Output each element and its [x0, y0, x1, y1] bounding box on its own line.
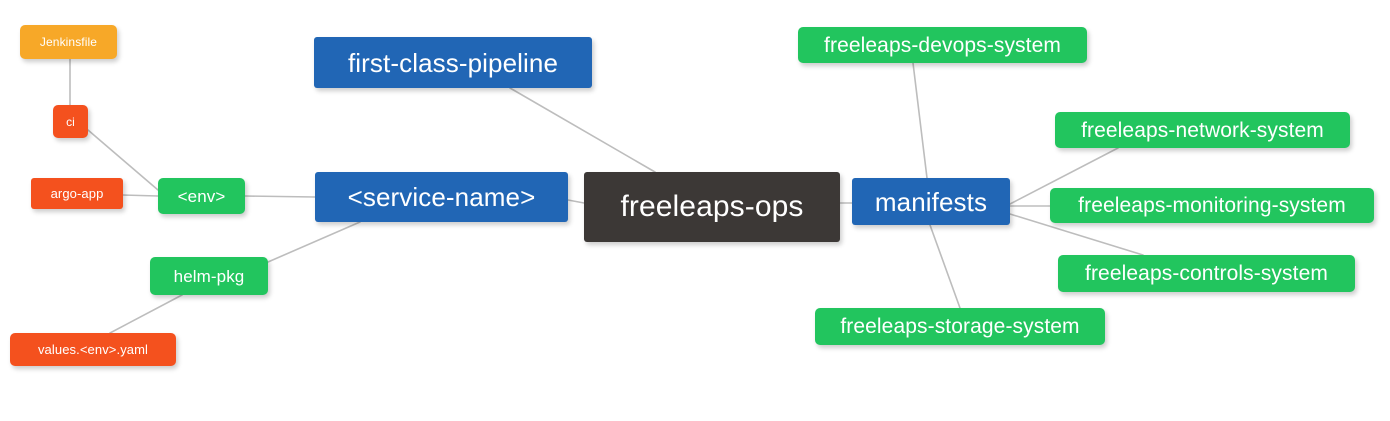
node-label: helm-pkg [173, 266, 245, 286]
node-label: argo-app [50, 186, 104, 201]
node-label: freeleaps-monitoring-system [1078, 194, 1346, 217]
node-first-class-pipeline[interactable]: first-class-pipeline [314, 37, 592, 88]
node-label: Jenkinsfile [39, 35, 98, 49]
edge-service-name-to-helm-pkg [267, 221, 361, 263]
node-label: ci [66, 114, 75, 129]
node-label: manifests [874, 186, 988, 217]
edge-manifests-to-freeleaps-storage-system [929, 224, 961, 309]
node-label: first-class-pipeline [347, 47, 559, 78]
node-freeleaps-network-system[interactable]: freeleaps-network-system [1055, 112, 1350, 148]
node-env[interactable]: <env> [158, 178, 245, 214]
node-values-yaml[interactable]: values.<env>.yaml [10, 333, 176, 366]
node-freeleaps-devops-system[interactable]: freeleaps-devops-system [798, 27, 1087, 63]
edge-service-name-to-freeleaps-ops [567, 199, 585, 204]
node-label: <env> [177, 186, 226, 206]
node-label: freeleaps-storage-system [840, 315, 1080, 338]
node-label: values.<env>.yaml [37, 342, 149, 357]
node-label: freeleaps-network-system [1081, 118, 1324, 142]
node-freeleaps-controls-system[interactable]: freeleaps-controls-system [1058, 255, 1355, 292]
node-freeleaps-ops[interactable]: freeleaps-ops [584, 172, 840, 242]
node-label: freeleaps-ops [620, 190, 804, 223]
edge-first-class-pipeline-to-freeleaps-ops [509, 87, 656, 173]
node-service-name[interactable]: <service-name> [315, 172, 568, 222]
node-manifests[interactable]: manifests [852, 178, 1010, 225]
node-label: freeleaps-devops-system [824, 33, 1061, 57]
node-helm-pkg[interactable]: helm-pkg [150, 257, 268, 295]
edge-env-to-service-name [244, 195, 316, 198]
node-freeleaps-monitoring-system[interactable]: freeleaps-monitoring-system [1050, 188, 1374, 223]
node-label: <service-name> [347, 182, 536, 212]
edge-helm-pkg-to-values-yaml [109, 294, 183, 334]
node-freeleaps-storage-system[interactable]: freeleaps-storage-system [815, 308, 1105, 345]
node-argo-app[interactable]: argo-app [31, 178, 123, 209]
node-ci[interactable]: ci [53, 105, 88, 138]
edge-argo-app-to-env [122, 194, 159, 197]
node-label: freeleaps-controls-system [1085, 262, 1328, 285]
node-jenkinsfile[interactable]: Jenkinsfile [20, 25, 117, 59]
edge-manifests-to-freeleaps-devops-system [912, 62, 928, 179]
